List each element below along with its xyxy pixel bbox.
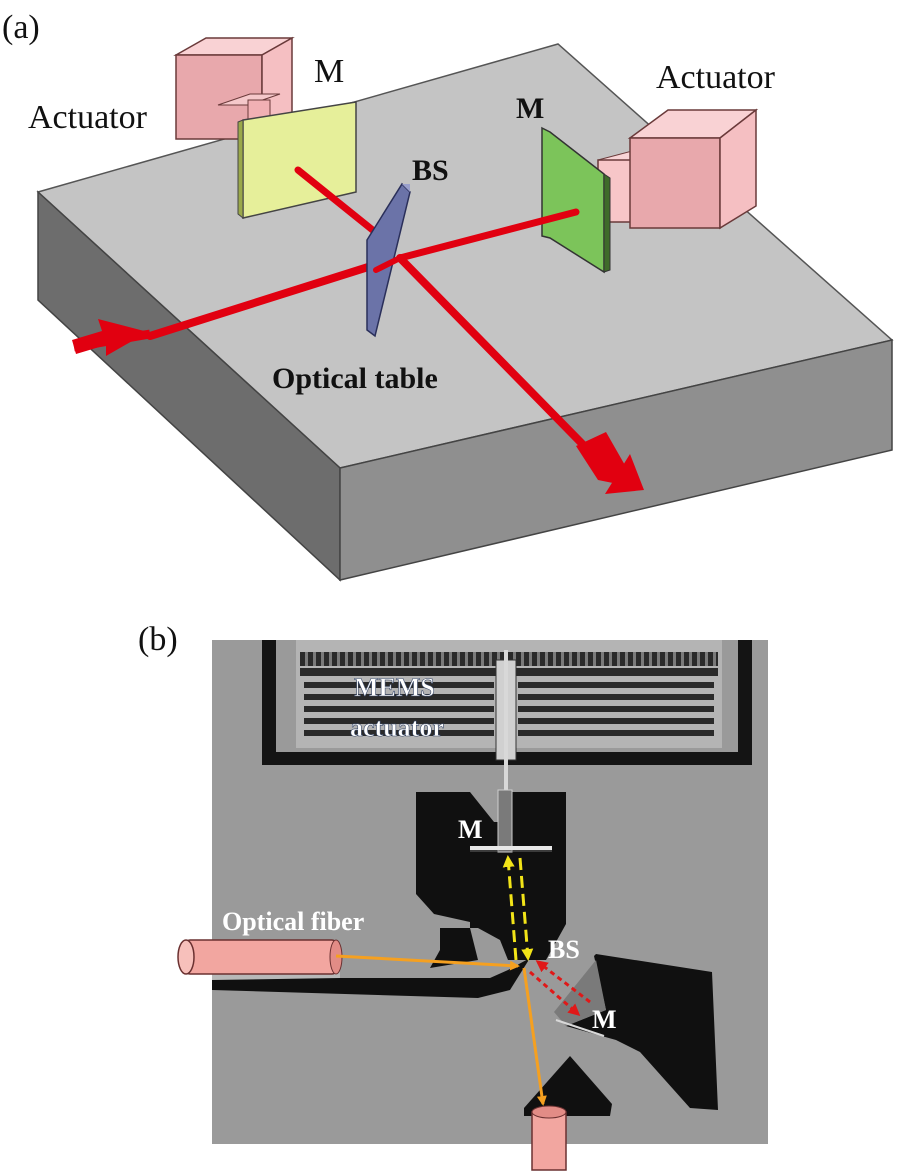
label-mems-line2: actuator bbox=[350, 713, 444, 742]
output-arrow bbox=[576, 432, 644, 494]
laser-beam-through bbox=[373, 254, 405, 273]
label-actuator-right: Actuator bbox=[656, 59, 776, 96]
optical-fiber-output bbox=[531, 1105, 567, 1171]
label-mems-line1: MEMS bbox=[354, 673, 435, 702]
mirror-right bbox=[541, 126, 611, 274]
beam-output bbox=[522, 967, 547, 1106]
mirror-trench-top bbox=[416, 789, 566, 960]
beams bbox=[335, 855, 591, 1106]
label-mirror-right: M bbox=[516, 92, 544, 125]
optical-table bbox=[36, 43, 894, 582]
beam-input bbox=[335, 954, 520, 971]
label-actuator-left: Actuator bbox=[28, 99, 148, 136]
label-mirror-right-b: M bbox=[592, 1005, 617, 1034]
beam-up-2 bbox=[518, 857, 534, 961]
label-optical-fiber: Optical fiber bbox=[222, 907, 364, 936]
label-mirror-top: M bbox=[458, 815, 483, 844]
input-arrow bbox=[72, 319, 151, 356]
mems-actuator bbox=[262, 640, 752, 850]
label-mirror-left: M bbox=[314, 53, 344, 90]
panel-b: (b) bbox=[138, 621, 768, 1171]
panel-a: (a) bbox=[2, 9, 894, 582]
beam-right-2 bbox=[535, 960, 591, 1004]
label-optical-table: Optical table bbox=[272, 362, 438, 395]
optical-fiber-input bbox=[177, 939, 343, 975]
mirror-left bbox=[237, 101, 357, 220]
panel-b-label: (b) bbox=[138, 621, 178, 658]
label-beam-splitter-b: BS bbox=[548, 935, 580, 964]
beam-right-1 bbox=[529, 970, 581, 1016]
label-beam-splitter: BS bbox=[412, 154, 449, 187]
panel-a-label: (a) bbox=[2, 9, 40, 46]
